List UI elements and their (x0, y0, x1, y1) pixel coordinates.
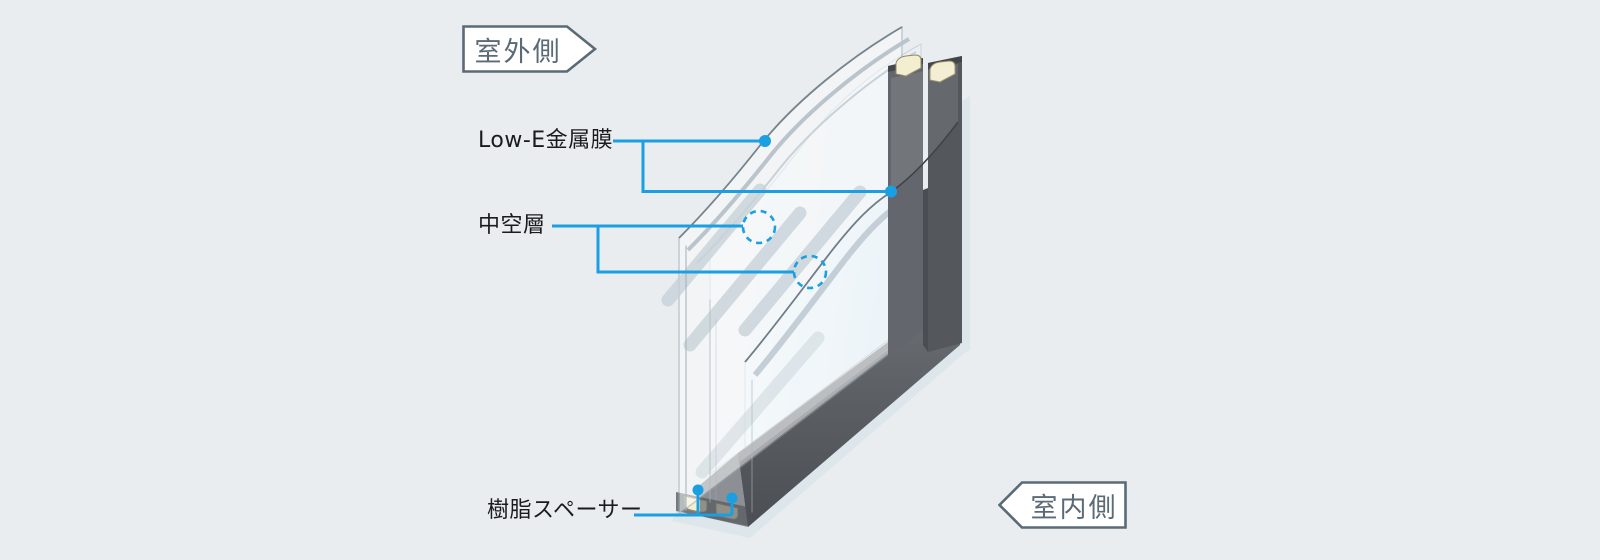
outdoor-side-label: 室外側 (474, 36, 562, 68)
indoor-side-badge: 室内側 (998, 481, 1128, 529)
pane-edge-lines (685, 245, 753, 513)
edge-spacer-bar-2 (928, 56, 962, 352)
glass-cut-edges (678, 26, 917, 377)
resin-spacer-marker-dot-1 (692, 484, 704, 496)
edge-spacer-bars (888, 54, 962, 356)
glass-reflection-streaks (661, 183, 867, 479)
low-e-marker-dot-1 (759, 135, 771, 147)
resin-spacer-top-1 (895, 54, 922, 77)
air-layer-label: 中空層 (478, 213, 546, 238)
low-e-film-label: Low-E金属膜 (478, 128, 614, 153)
resin-spacer-label: 樹脂スペーサー (487, 498, 643, 523)
air-layer-leader (552, 224, 794, 274)
air-layer-marker-circle-2 (792, 254, 828, 290)
indoor-badge-shape (998, 481, 1127, 529)
resin-spacer-top-2 (929, 60, 956, 83)
low-e-leader (613, 139, 891, 193)
edge-spacer-bar-1 (888, 58, 923, 356)
low-e-marker-dot-2 (885, 185, 897, 198)
outdoor-badge-shape (462, 25, 598, 73)
indoor-side-label: 室内側 (1030, 492, 1118, 524)
outdoor-side-badge: 室外側 (462, 25, 598, 73)
air-layer-marker-circle-1 (741, 209, 777, 245)
resin-spacer-marker-dot-2 (726, 492, 738, 504)
